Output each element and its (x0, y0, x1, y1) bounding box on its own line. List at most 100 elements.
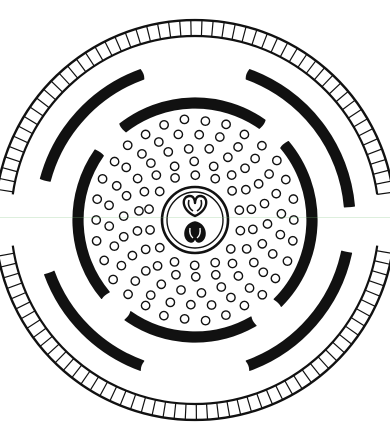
ring-tick (95, 47, 103, 61)
dot (120, 233, 128, 241)
ring-tick (68, 66, 78, 78)
dot (157, 280, 165, 288)
dot (271, 274, 279, 282)
ring-tick (356, 309, 370, 317)
dot (211, 258, 219, 266)
ring-tick (1, 263, 17, 267)
dot (92, 237, 100, 245)
dot (240, 301, 248, 309)
inner-band-left (73, 150, 109, 298)
dot (228, 187, 236, 195)
dot (201, 117, 209, 125)
ring-tick (40, 336, 52, 346)
dot (113, 182, 121, 190)
ring-tick (152, 400, 155, 416)
ring-tick (24, 116, 38, 124)
ring-tick (0, 253, 14, 256)
ring-tick (9, 146, 24, 152)
ring-tick (361, 300, 375, 307)
ring-tick (339, 334, 352, 344)
ring-tick (363, 139, 378, 146)
dot (187, 301, 195, 309)
dot (110, 242, 118, 250)
ring-tick (257, 393, 262, 408)
ring-tick (376, 181, 390, 184)
ring-tick (85, 53, 94, 66)
ring-tick (201, 20, 202, 36)
ring-tick (44, 89, 56, 99)
dot (242, 186, 250, 194)
ring-tick (370, 160, 385, 165)
dot (155, 138, 163, 146)
ring-tick (212, 21, 213, 37)
dot (234, 143, 242, 151)
dot (170, 162, 178, 170)
dot (180, 315, 188, 323)
dot (234, 272, 242, 280)
ring-tick (76, 59, 85, 72)
dot (276, 230, 284, 238)
dot (153, 262, 161, 270)
ring-tick (376, 251, 390, 254)
dot (201, 316, 209, 324)
dot (289, 237, 297, 245)
dot (98, 175, 106, 183)
dot (263, 220, 271, 228)
ring-tick (115, 37, 121, 52)
dot (283, 257, 291, 265)
dot (247, 205, 255, 213)
ring-tick (318, 357, 329, 369)
ring-tick (90, 377, 98, 391)
dot (259, 268, 267, 276)
outer-segmented-ring (0, 20, 390, 420)
ring-tick (266, 390, 272, 405)
dot (174, 130, 182, 138)
ring-tick (306, 61, 316, 74)
dot (254, 180, 262, 188)
dot (265, 170, 273, 178)
dot (282, 175, 290, 183)
ring-tick (180, 21, 181, 37)
dot (250, 258, 258, 266)
ring-tick (242, 27, 246, 42)
dot (212, 271, 220, 279)
dot (131, 277, 139, 285)
ring-tick (222, 22, 224, 38)
dot (177, 286, 185, 294)
dot (140, 187, 148, 195)
ring-tick (16, 302, 30, 309)
ring-tick (33, 328, 46, 337)
dot (205, 145, 213, 153)
dot (160, 121, 168, 129)
ring-tick (247, 397, 252, 412)
ring-tick (105, 41, 112, 55)
ring-tick (0, 189, 13, 191)
dot (227, 245, 235, 253)
core-upper-lobe-vein-right (197, 200, 202, 211)
dot (258, 291, 266, 299)
dot (245, 284, 253, 292)
ring-tick (5, 157, 20, 162)
dot (222, 120, 230, 128)
dot (147, 159, 155, 167)
ring-tick (63, 358, 74, 370)
ring-tick (232, 24, 235, 40)
dot (123, 141, 131, 149)
dot (185, 145, 193, 153)
ring-tick (333, 342, 345, 353)
ring-tick (2, 168, 17, 172)
dot (105, 222, 113, 230)
ring-tick (131, 394, 136, 409)
ring-tick (302, 370, 311, 383)
ring-tick (369, 281, 384, 286)
ring-tick (51, 81, 63, 92)
dot (241, 164, 249, 172)
ring-tick (271, 38, 278, 53)
core-upper-lobe-vein-left (189, 200, 194, 211)
dot (133, 227, 141, 235)
ring-tick (374, 261, 390, 265)
ring-tick (136, 29, 141, 44)
dot (156, 243, 164, 251)
ring-tick (298, 54, 307, 67)
ring-tick (125, 33, 131, 48)
